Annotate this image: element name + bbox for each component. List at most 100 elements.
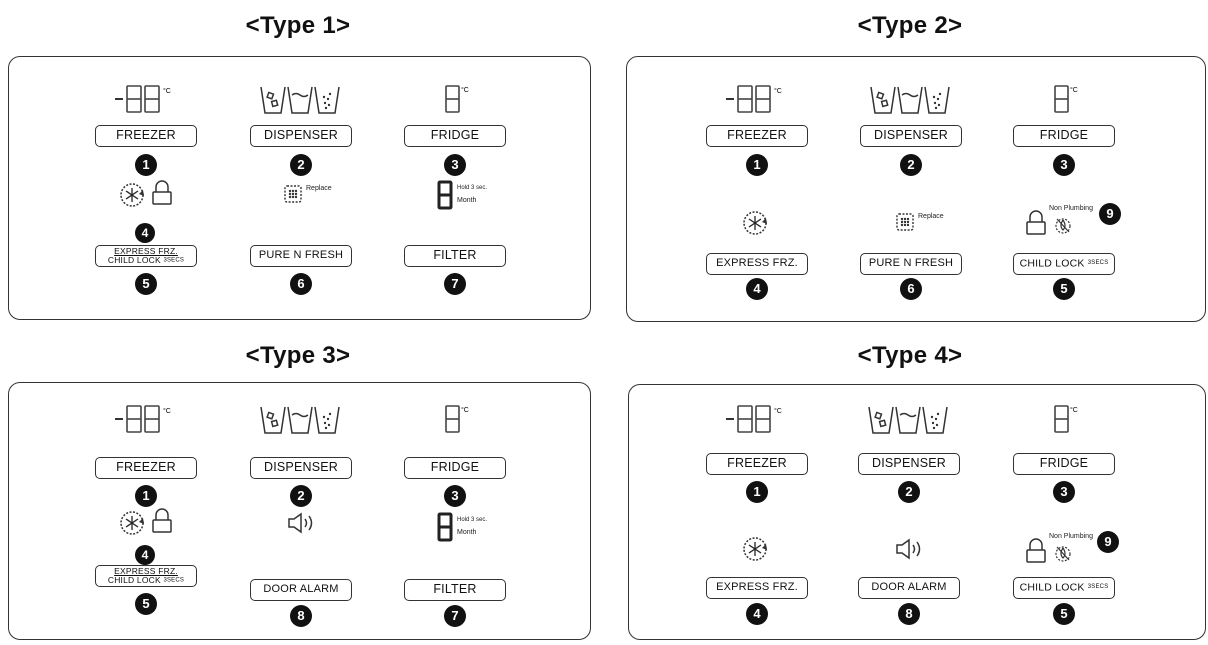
speaker-icon <box>288 512 313 534</box>
express-freeze-icon <box>120 183 144 207</box>
express-frz-button[interactable]: EXPRESS FRZ. <box>706 577 808 599</box>
filter-month-display-icon <box>437 180 453 210</box>
child-lock-icon <box>152 508 172 533</box>
callout-4: 4 <box>746 278 768 300</box>
non-plumbing-icon <box>1055 546 1071 562</box>
child-lock-icon <box>152 180 172 205</box>
svg-text:°C: °C <box>774 407 782 415</box>
pure-n-fresh-button[interactable]: PURE N FRESH <box>250 245 352 267</box>
svg-text:°C: °C <box>1070 86 1078 94</box>
callout-8: 8 <box>898 603 920 625</box>
svg-text:°C: °C <box>163 87 171 95</box>
month-label: Month <box>457 529 477 536</box>
child-lock-icon <box>1026 538 1046 563</box>
callout-5: 5 <box>135 593 157 615</box>
dispenser-button[interactable]: DISPENSER <box>858 453 960 475</box>
fridge-button[interactable]: FRIDGE <box>404 125 506 147</box>
freezer-temp-display-icon: °C <box>702 403 812 435</box>
month-label: Month <box>457 197 477 204</box>
filter-month-display-icon <box>437 512 453 542</box>
freezer-button[interactable]: FREEZER <box>706 125 808 147</box>
callout-1: 1 <box>746 481 768 503</box>
child-lock-icon <box>1026 210 1046 235</box>
callout-3: 3 <box>444 154 466 176</box>
callout-2: 2 <box>290 485 312 507</box>
callout-9: 9 <box>1099 203 1121 225</box>
dispenser-mode-icons <box>246 83 356 115</box>
door-alarm-button[interactable]: DOOR ALARM <box>250 579 352 601</box>
callout-1: 1 <box>746 154 768 176</box>
callout-4: 4 <box>746 603 768 625</box>
fridge-button[interactable]: FRIDGE <box>1013 453 1115 475</box>
fridge-button[interactable]: FRIDGE <box>404 457 506 479</box>
svg-text:°C: °C <box>163 407 171 415</box>
freezer-button[interactable]: FREEZER <box>706 453 808 475</box>
freezer-temp-display-icon: °C <box>91 403 201 435</box>
child-lock-button[interactable]: CHILD LOCK 3SECS <box>1013 253 1115 275</box>
svg-text:°C: °C <box>461 86 469 94</box>
callout-2: 2 <box>898 481 920 503</box>
fridge-temp-display-icon: °C <box>400 403 510 435</box>
hold-label: Hold 3 sec. <box>457 517 488 523</box>
door-alarm-button[interactable]: DOOR ALARM <box>858 577 960 599</box>
filter-icon <box>284 185 302 203</box>
fridge-button[interactable]: FRIDGE <box>1013 125 1115 147</box>
svg-text:°C: °C <box>1070 406 1078 414</box>
callout-5: 5 <box>135 273 157 295</box>
hold-label: Hold 3 sec. <box>457 185 488 191</box>
callout-3: 3 <box>1053 154 1075 176</box>
child-lock-button[interactable]: CHILD LOCK 3SECS <box>1013 577 1115 599</box>
freezer-button[interactable]: FREEZER <box>95 457 197 479</box>
express-frz-child-lock-button[interactable]: EXPRESS FRZ. CHILD LOCK 3SECS <box>95 565 197 587</box>
type4-panel: °C FREEZER 1 EXPRESS FRZ. 4 <box>628 384 1206 640</box>
express-frz-child-lock-button[interactable]: EXPRESS FRZ. CHILD LOCK 3SECS <box>95 245 197 267</box>
callout-3: 3 <box>444 485 466 507</box>
express-freeze-icon <box>743 211 767 235</box>
callout-9: 9 <box>1097 531 1119 553</box>
callout-5: 5 <box>1053 278 1075 300</box>
express-freeze-icon <box>120 511 144 535</box>
callout-6: 6 <box>290 273 312 295</box>
callout-8: 8 <box>290 605 312 627</box>
callout-7: 7 <box>444 273 466 295</box>
freezer-temp-display-icon: °C <box>91 83 201 115</box>
svg-text:°C: °C <box>461 406 469 414</box>
type3-panel: °C FREEZER 1 4 EXPRESS FRZ. CHILD LOCK 3… <box>8 382 591 640</box>
fridge-temp-display-icon: °C <box>1009 403 1119 435</box>
callout-3: 3 <box>1053 481 1075 503</box>
filter-button[interactable]: FILTER <box>404 245 506 267</box>
pure-n-fresh-button[interactable]: PURE N FRESH <box>860 253 962 275</box>
type2-title: <Type 2> <box>857 12 963 39</box>
freezer-button[interactable]: FREEZER <box>95 125 197 147</box>
express-frz-button[interactable]: EXPRESS FRZ. <box>706 253 808 275</box>
freezer-temp-display-icon: °C <box>702 83 812 115</box>
filter-button[interactable]: FILTER <box>404 579 506 601</box>
type4-title: <Type 4> <box>857 342 963 369</box>
express-freeze-icon <box>743 537 767 561</box>
callout-6: 6 <box>900 278 922 300</box>
callout-2: 2 <box>900 154 922 176</box>
non-plumbing-label: Non Plumbing <box>1049 533 1093 540</box>
dispenser-button[interactable]: DISPENSER <box>860 125 962 147</box>
type2-panel: °C FREEZER 1 EXPRESS FRZ. 4 <box>626 56 1206 322</box>
callout-2: 2 <box>290 154 312 176</box>
type1-panel: °C FREEZER 1 4 EXPRESS FRZ. CHILD LOCK 3… <box>8 56 591 320</box>
filter-icon <box>896 213 914 231</box>
callout-5: 5 <box>1053 603 1075 625</box>
replace-label: Replace <box>306 185 332 192</box>
speaker-icon <box>896 538 921 560</box>
svg-text:°C: °C <box>774 87 782 95</box>
non-plumbing-label: Non Plumbing <box>1049 205 1093 212</box>
dispenser-mode-icons <box>854 403 964 435</box>
callout-4: 4 <box>135 223 155 243</box>
callout-1: 1 <box>135 154 157 176</box>
type3-title: <Type 3> <box>245 342 351 369</box>
dispenser-button[interactable]: DISPENSER <box>250 457 352 479</box>
dispenser-mode-icons <box>246 403 356 435</box>
callout-4: 4 <box>135 545 155 565</box>
callout-1: 1 <box>135 485 157 507</box>
fridge-temp-display-icon: °C <box>400 83 510 115</box>
type1-title: <Type 1> <box>245 12 351 39</box>
fridge-temp-display-icon: °C <box>1009 83 1119 115</box>
dispenser-button[interactable]: DISPENSER <box>250 125 352 147</box>
